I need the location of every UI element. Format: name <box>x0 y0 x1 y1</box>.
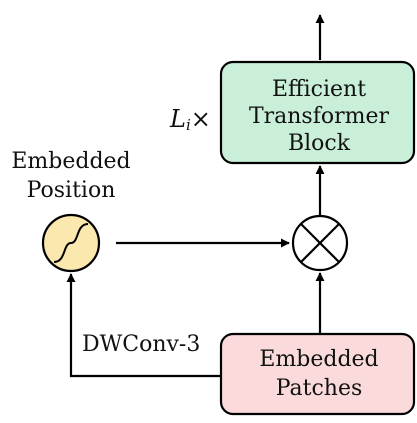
patches-block-line-2: Patches <box>276 376 363 401</box>
dwconv-path <box>66 273 221 378</box>
transformer-block-line-2: Transformer <box>249 104 390 129</box>
efficient-transformer-block: Efficient Transformer Block <box>219 60 416 165</box>
dwconv-label: DWConv-3 <box>82 332 200 357</box>
sigmoid-curve-icon <box>53 223 89 263</box>
repeat-label: Li× <box>169 105 211 135</box>
transformer-block-line-3: Block <box>288 131 351 156</box>
repeat-times: × <box>191 105 211 133</box>
transformer-block-line-1: Efficient <box>272 77 366 102</box>
multiply-circle-icon <box>291 214 349 272</box>
embedded-position-line-2: Position <box>27 178 116 203</box>
embedded-position-node <box>41 213 101 273</box>
embedded-patches-block: Embedded Patches <box>219 332 416 416</box>
embedded-position-line-1: Embedded <box>11 149 130 174</box>
repeat-symbol: L <box>169 105 186 133</box>
repeat-subscript: i <box>186 116 191 134</box>
patches-block-line-1: Embedded <box>259 347 378 372</box>
